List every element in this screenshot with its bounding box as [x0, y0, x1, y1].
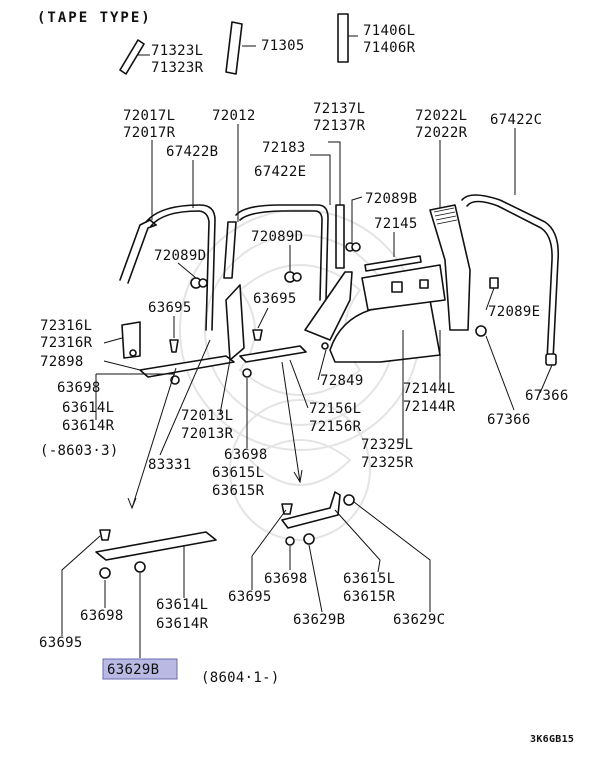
pillar-trim-72137	[335, 204, 345, 269]
label-72089E: 72089E	[488, 304, 540, 320]
fastener-72089D-left	[190, 277, 208, 289]
weatherstrip-67422B	[145, 204, 216, 331]
highlighted-part-63629B[interactable]: 63629B	[102, 658, 178, 680]
label-71406R: 71406R	[363, 40, 416, 56]
clip-72849	[321, 342, 329, 350]
clip-63695-mid	[252, 329, 263, 341]
label-63695-lower-left: 63695	[39, 635, 83, 651]
label-63614L-upper: 63614L	[62, 400, 114, 416]
label-63615L-upper: 63615L	[212, 465, 264, 481]
label-83331: 83331	[148, 457, 192, 473]
clip-63695-lower-right	[281, 503, 293, 515]
label-67422C: 67422C	[490, 112, 542, 128]
clip-63695-lower-left	[99, 529, 111, 541]
label-63695-left: 63695	[148, 300, 192, 316]
scuff-plate-72156	[239, 345, 307, 363]
label-71323L: 71323L	[151, 43, 203, 59]
label-72013L: 72013L	[181, 408, 233, 424]
label-63614L-lower: 63614L	[156, 597, 208, 613]
label-72013R: 72013R	[181, 426, 234, 442]
label-72137L: 72137L	[313, 101, 365, 117]
pillar-trim-72012	[223, 221, 237, 279]
label-72017R: 72017R	[123, 125, 176, 141]
pillar-lower-72013	[225, 284, 245, 361]
section-title: (TAPE TYPE)	[37, 10, 152, 26]
label-63698-lower: 63698	[80, 608, 124, 624]
label-72137R: 72137R	[313, 118, 366, 134]
tape-strip-71305	[225, 21, 243, 75]
label-67422B: 67422B	[166, 144, 218, 160]
clip-63629B-lower-left	[134, 561, 146, 573]
label-71305: 71305	[261, 38, 305, 54]
label-67422E: 67422E	[254, 164, 306, 180]
label-72898: 72898	[40, 354, 84, 370]
period-before: (-8603·3)	[40, 443, 119, 459]
label-67366-right: 67366	[525, 388, 569, 404]
period-after: (8604·1-)	[201, 670, 280, 686]
quarter-trim-72325	[304, 271, 353, 341]
label-63615R-lower: 63615R	[343, 589, 396, 605]
label-63629B-highlighted: 63629B	[107, 662, 159, 678]
label-72325L: 72325L	[361, 437, 413, 453]
label-72022L: 72022L	[415, 108, 467, 124]
weatherstrip-67422C	[461, 194, 560, 361]
label-72089B: 72089B	[365, 191, 417, 207]
label-72145: 72145	[374, 216, 418, 232]
clip-63698-mid	[242, 368, 252, 378]
label-72316L: 72316L	[40, 318, 92, 334]
fastener-72089E	[489, 277, 499, 289]
label-63615R-upper: 63615R	[212, 483, 265, 499]
leader-lines	[61, 124, 553, 658]
clip-63698-lower-left	[99, 567, 111, 579]
weatherstrip-67422E	[235, 204, 329, 301]
scuff-plate-72898	[139, 355, 235, 378]
watermark	[179, 209, 421, 541]
label-72017L: 72017L	[123, 108, 175, 124]
clip-63695-left	[169, 339, 179, 353]
label-71323R: 71323R	[151, 60, 204, 76]
clip-63629C	[343, 494, 355, 506]
label-72156R: 72156R	[309, 419, 362, 435]
label-72012: 72012	[212, 108, 256, 124]
label-72022R: 72022R	[415, 125, 468, 141]
plug-67366-right	[545, 353, 557, 366]
label-63695-lower-right: 63695	[228, 589, 272, 605]
label-63695-mid: 63695	[253, 291, 297, 307]
label-63614R-upper: 63614R	[62, 418, 115, 434]
plug-67366-left	[475, 325, 487, 337]
quarter-trim-72144	[329, 264, 446, 363]
label-63698-lower-right: 63698	[264, 571, 308, 587]
fastener-72089D-right	[284, 271, 302, 283]
trim-72316	[121, 321, 141, 359]
label-63615L-lower: 63615L	[343, 571, 395, 587]
tape-strip-71323	[119, 39, 145, 75]
label-72089D-right: 72089D	[251, 229, 303, 245]
label-72849: 72849	[320, 373, 364, 389]
label-63629B: 63629B	[293, 612, 345, 628]
label-63698-mid: 63698	[224, 447, 268, 463]
fastener-72089B	[345, 242, 361, 252]
scuff-plate-63615-lower	[281, 491, 341, 529]
label-63629C: 63629C	[393, 612, 445, 628]
label-72144R: 72144R	[403, 399, 456, 415]
scuff-plate-63614-lower	[95, 531, 217, 561]
label-72089D-left: 72089D	[154, 248, 206, 264]
label-72144L: 72144L	[403, 381, 455, 397]
label-72325R: 72325R	[361, 455, 414, 471]
label-63614R-lower: 63614R	[156, 616, 209, 632]
pillar-trim-72017	[119, 219, 157, 284]
label-63698-upper: 63698	[57, 380, 101, 396]
diagram-code: 3K6GB15	[530, 734, 574, 745]
label-71406L: 71406L	[363, 23, 415, 39]
label-72183: 72183	[262, 140, 306, 156]
rear-pillar-72022	[429, 204, 471, 331]
tape-strip-71406	[337, 13, 349, 63]
label-67366-left: 67366	[487, 412, 531, 428]
label-72156L: 72156L	[309, 401, 361, 417]
trim-strip-72145	[364, 255, 422, 272]
label-72316R: 72316R	[40, 335, 93, 351]
clip-63629B-lower-right	[303, 533, 315, 545]
clip-63698-lower-right	[285, 536, 295, 546]
